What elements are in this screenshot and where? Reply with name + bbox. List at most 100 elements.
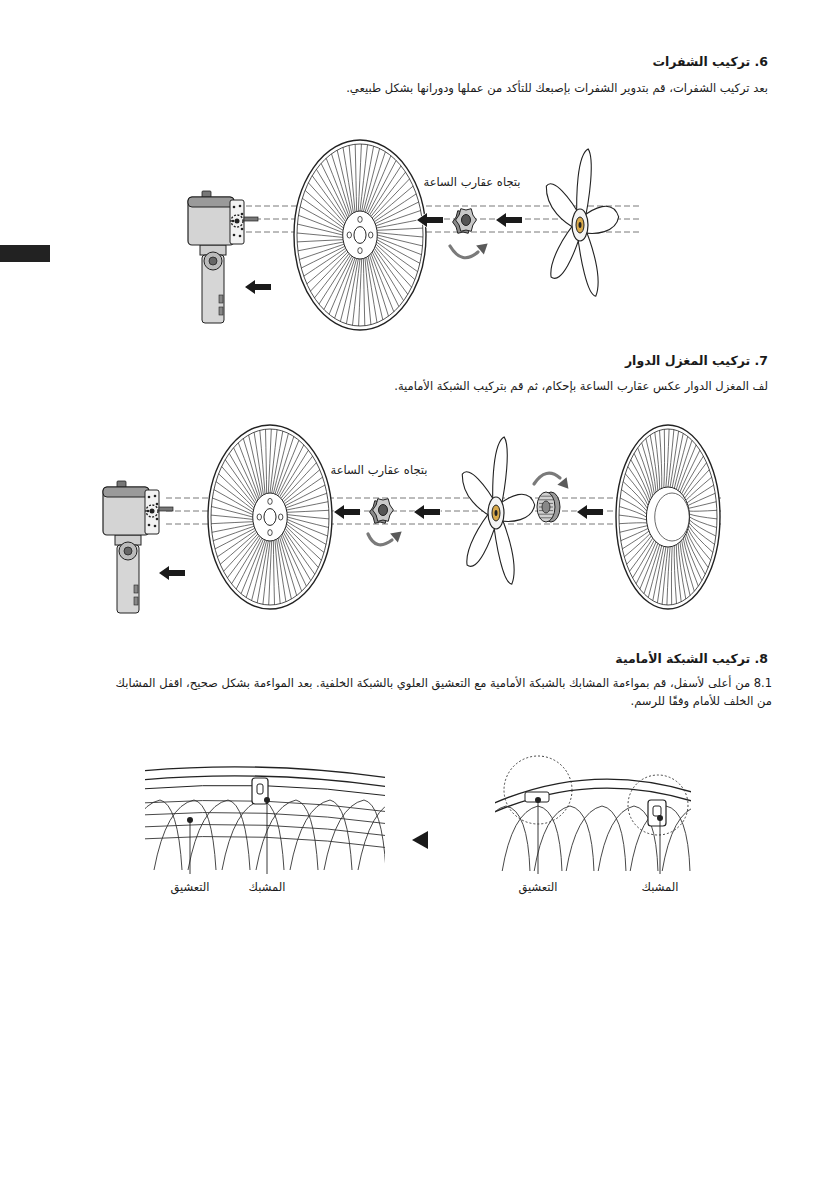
pole-button xyxy=(219,307,223,315)
screw xyxy=(148,496,151,499)
gear xyxy=(235,219,240,224)
section-heading: 8. تركيب الشبكة الأمامية xyxy=(615,651,768,666)
grill-wires xyxy=(495,806,691,871)
rotation-arrow xyxy=(534,473,560,484)
leader-line xyxy=(267,800,268,874)
rotation-arrowhead xyxy=(390,527,405,543)
screw xyxy=(154,525,157,528)
part-label: التعشيق xyxy=(518,880,557,894)
direction-arrow xyxy=(496,213,522,227)
hook-part xyxy=(525,792,549,802)
motor-top xyxy=(188,197,234,207)
detail-view xyxy=(495,779,691,871)
front-plate xyxy=(230,200,244,244)
grill-hub xyxy=(646,487,689,547)
rotation-arrow xyxy=(557,477,573,492)
spinner-ridge xyxy=(539,496,553,497)
screw xyxy=(241,213,244,216)
pole-button xyxy=(219,295,223,303)
spinner-ridge xyxy=(539,517,553,518)
grill-hub xyxy=(343,211,378,259)
screw xyxy=(147,510,150,513)
instruction-text: بعد تركيب الشفرات، قم بتدوير الشفرات بإص… xyxy=(128,79,768,97)
joint xyxy=(124,547,132,555)
grill-rim xyxy=(297,144,423,326)
hub-hole xyxy=(358,216,362,222)
gear xyxy=(146,505,158,517)
motor-body xyxy=(188,197,234,245)
joint xyxy=(204,252,222,270)
motor-top xyxy=(103,487,149,497)
spinner-ridge xyxy=(539,499,553,500)
screw xyxy=(156,518,159,521)
hub-hole xyxy=(268,498,272,504)
shaft xyxy=(244,217,258,221)
hub-hole xyxy=(347,232,351,238)
instruction-text: لف المغزل الدوار عكس عقارب الساعة بإحكام… xyxy=(128,377,768,395)
screw xyxy=(156,503,159,506)
motor-head xyxy=(103,481,173,613)
rotation-arrowhead xyxy=(557,477,573,492)
grill-hub xyxy=(253,493,288,541)
nut xyxy=(453,209,477,234)
grill-rim xyxy=(211,429,329,605)
side-tab xyxy=(0,245,50,262)
blade-hub xyxy=(495,510,498,516)
shaft xyxy=(159,507,173,511)
clip-part xyxy=(653,806,661,816)
grill-hub xyxy=(655,493,690,541)
clip-part xyxy=(648,800,666,826)
grill-wires xyxy=(619,429,717,605)
direction-arrow xyxy=(245,280,271,294)
grill-rim xyxy=(294,140,426,330)
blade-hub xyxy=(492,505,500,521)
leader-dot xyxy=(535,797,541,803)
spinner-face xyxy=(537,492,555,522)
part-label: التعشيق xyxy=(170,880,209,894)
highlight-circle xyxy=(628,775,688,835)
rotation-arrow xyxy=(368,534,392,545)
rotation-arrow xyxy=(476,239,491,255)
direction-arrow xyxy=(417,213,443,227)
grill-rim xyxy=(616,425,720,609)
fan-grill xyxy=(294,140,426,330)
direction-arrow xyxy=(334,505,360,519)
front-plate xyxy=(145,490,159,534)
screw xyxy=(154,495,157,498)
detail-view xyxy=(145,767,385,870)
hub-hole xyxy=(268,530,272,536)
direction-arrow xyxy=(412,831,428,849)
gear xyxy=(231,215,243,227)
pole-button xyxy=(134,597,138,605)
rotation-label: بتجاه عقارب الساعة xyxy=(331,463,428,477)
leader-dot xyxy=(657,815,663,821)
gear xyxy=(150,509,155,514)
screw xyxy=(233,234,236,237)
grill-hub xyxy=(354,227,366,244)
part-label: المشبك xyxy=(642,880,679,894)
grill-wires xyxy=(211,429,329,605)
leader-line xyxy=(660,818,661,874)
nut xyxy=(370,499,394,524)
hub-hole xyxy=(279,514,283,520)
screw xyxy=(241,228,244,231)
screw xyxy=(239,235,242,238)
pole-button xyxy=(134,585,138,593)
motor-body xyxy=(103,487,149,535)
direction-arrow xyxy=(159,566,185,580)
grill-wires xyxy=(297,144,423,326)
grill-rim xyxy=(208,425,332,609)
blade-hub xyxy=(576,217,584,233)
screw xyxy=(239,205,242,208)
leader-dot xyxy=(264,797,270,803)
grill-hub xyxy=(264,509,276,526)
blade-hub xyxy=(579,222,582,228)
joint xyxy=(209,257,217,265)
section-heading: 6. تركيب الشفرات xyxy=(652,54,768,69)
direction-arrow xyxy=(414,505,440,519)
fan-grill xyxy=(616,425,720,609)
fan-grill xyxy=(208,425,332,609)
blade-hub xyxy=(488,497,504,529)
screw xyxy=(232,220,235,223)
